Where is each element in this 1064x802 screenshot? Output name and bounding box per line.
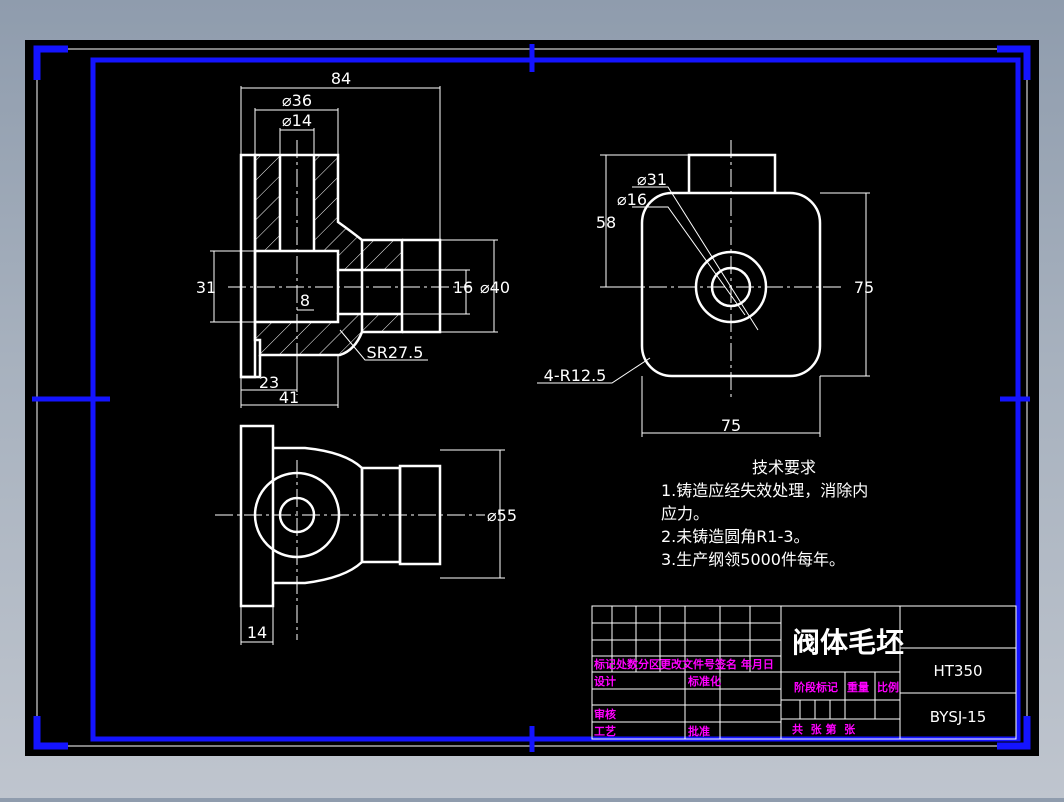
tb-header-row: 标记处数分区更改文件号签名 年月日 xyxy=(593,657,774,671)
front-dimension-texts: 84 ⌀36 ⌀14 31 16 ⌀40 8 SR27.5 23 41 xyxy=(196,69,510,407)
tb-process: 工艺 xyxy=(594,724,616,738)
technical-requirements: 技术要求 1.铸造应经失效处理，消除内 应力。 2.未铸造圆角R1-3。 3.生… xyxy=(661,458,868,569)
dim-4-r12-5: 4-R12.5 xyxy=(544,366,607,385)
dim-23: 23 xyxy=(259,373,279,392)
part-name: 阀体毛坯 xyxy=(792,626,904,659)
dim-dia14: ⌀14 xyxy=(282,111,312,130)
dim-16: 16 xyxy=(453,278,473,297)
tb-approve: 批准 xyxy=(688,724,710,738)
dim-dia31: ⌀31 xyxy=(637,170,667,189)
dim-75-right: 75 xyxy=(854,278,874,297)
dim-dia36: ⌀36 xyxy=(282,91,312,110)
tb-review: 审核 xyxy=(594,707,616,721)
drawing-number: BYSJ-15 xyxy=(930,708,987,726)
dim-14-bottom: 14 xyxy=(247,623,267,642)
front-section-view xyxy=(228,140,470,395)
tech-line-2: 2.未铸造圆角R1-3。 xyxy=(661,527,810,546)
tb-scale: 比例 xyxy=(877,680,899,694)
tb-design: 设计 xyxy=(594,674,616,688)
tb-sheets: 共 张 第 张 xyxy=(792,722,856,736)
dim-75-bottom: 75 xyxy=(721,416,741,435)
material: HT350 xyxy=(933,662,982,680)
tech-line-1b: 应力。 xyxy=(661,504,709,523)
tb-weight: 重量 xyxy=(847,680,869,694)
title-block: 阀体毛坯 HT350 BYSJ-15 标记处数分区更改文件号签名 年月日 设计 … xyxy=(591,605,1017,740)
side-view: ⌀31 ⌀16 58 75 75 4-R12.5 xyxy=(537,140,874,437)
centre-marks xyxy=(32,44,1030,752)
dim-dia55: ⌀55 xyxy=(487,506,517,525)
tech-line-1: 1.铸造应经失效处理，消除内 xyxy=(661,481,868,500)
dim-dia16: ⌀16 xyxy=(617,190,647,209)
dim-8: 8 xyxy=(300,291,310,310)
dim-31: 31 xyxy=(196,278,216,297)
dim-58: 58 xyxy=(596,213,616,232)
dim-sr27-5: SR27.5 xyxy=(367,343,424,362)
drawing-sheet xyxy=(25,40,1039,756)
dim-41: 41 xyxy=(279,388,299,407)
dim-dia40: ⌀40 xyxy=(480,278,510,297)
tb-standard: 标准化 xyxy=(687,674,721,688)
corner-marks xyxy=(33,45,1031,750)
front-dimension-lines xyxy=(210,86,498,408)
tech-line-3: 3.生产纲领5000件每年。 xyxy=(661,550,845,569)
tech-title: 技术要求 xyxy=(752,458,816,477)
top-view: ⌀55 14 xyxy=(215,424,517,645)
dim-84: 84 xyxy=(331,69,351,88)
tb-stage-mark: 阶段标记 xyxy=(794,680,838,694)
